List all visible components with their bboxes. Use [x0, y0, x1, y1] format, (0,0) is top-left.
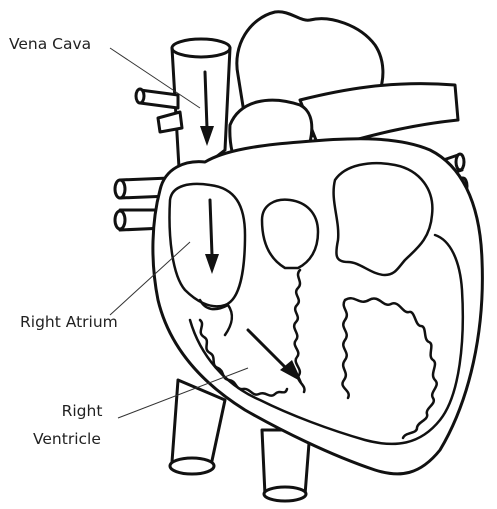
vessel-stub-lower	[158, 112, 182, 132]
flow-arrow-vena-cava	[205, 72, 207, 128]
vena-cava-opening	[172, 39, 230, 57]
vessel-stub-upper-end	[136, 89, 144, 103]
inferior-vena-cava-opening	[170, 458, 214, 474]
label-vena-cava: Vena Cava	[9, 34, 91, 54]
label-right-atrium: Right Atrium	[20, 312, 118, 332]
label-right-ventricle-line1: Right	[52, 401, 112, 421]
label-right-ventricle-line2: Ventricle	[33, 429, 101, 449]
inferior-vena-cava	[172, 380, 225, 470]
vessel-stub-upper	[140, 90, 178, 108]
descending-aorta-opening	[264, 487, 306, 501]
vein-right-1-end	[456, 154, 464, 170]
vein-left-1-end	[115, 180, 125, 198]
flow-arrow-atrium	[210, 200, 212, 255]
vein-left-2-end	[115, 211, 125, 229]
